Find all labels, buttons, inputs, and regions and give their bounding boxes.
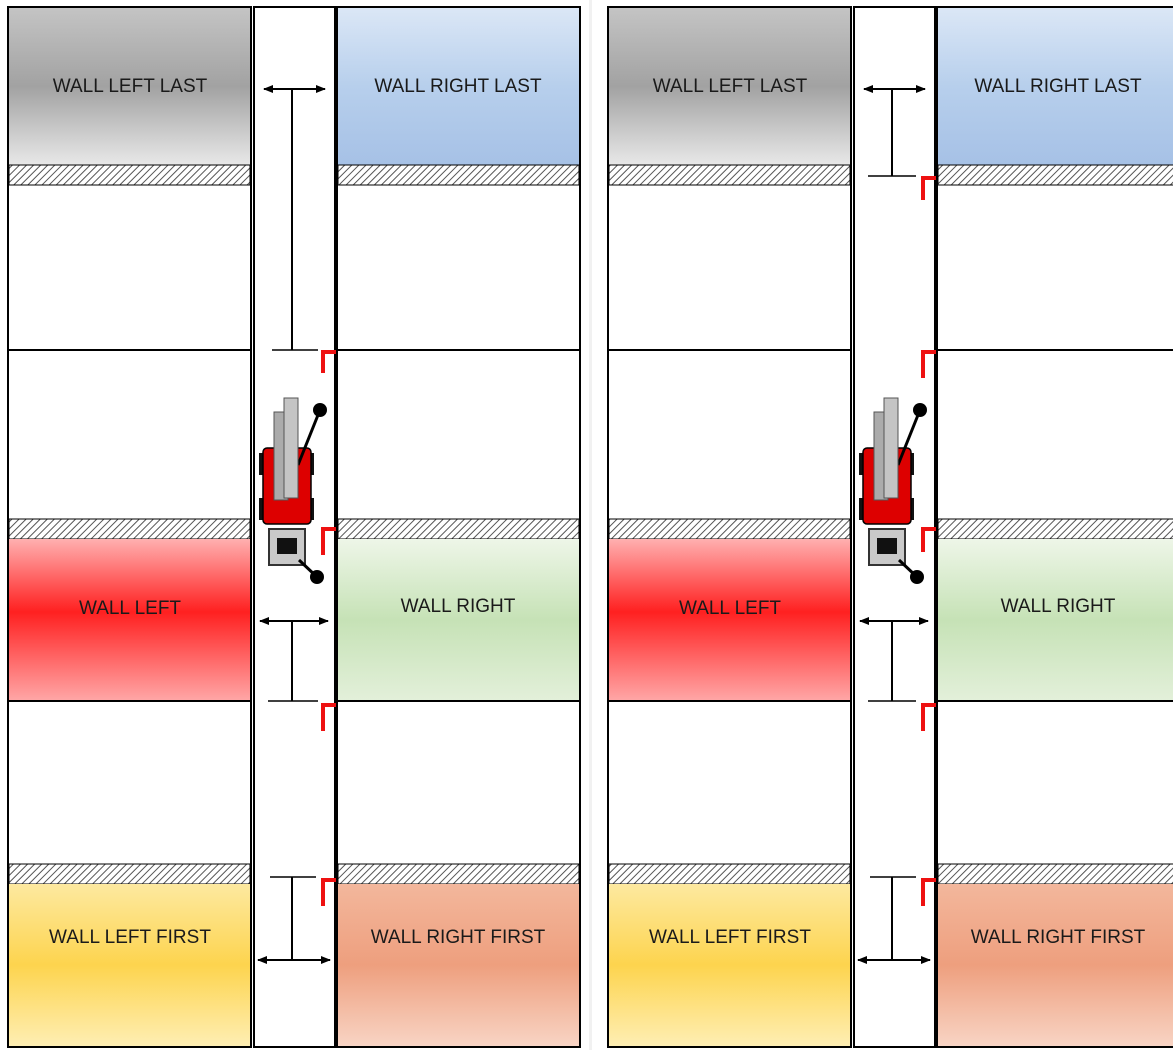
wall-left-first-block [9,884,250,1046]
clearance-indicator-top [263,85,326,351]
forklift-icon [859,397,927,584]
panel-separator [589,0,592,1050]
wall-right-last-label: WALL RIGHT LAST [374,76,542,97]
wall-left-last-block [609,8,850,165]
wall-right-first-label: WALL RIGHT FIRST [971,927,1146,948]
wall-left-block [9,539,250,701]
forklift-icon [259,397,327,584]
wall-right-block [338,539,579,701]
wall-left-label: WALL LEFT [679,598,781,619]
diagram-panel-left: WALL LEFT LAST WALL RIGHT LAST WALL LEFT… [0,0,583,1050]
wall-left-last-block [9,8,250,165]
wall-right-first-block [338,884,579,1046]
wall-left-block [609,539,850,701]
position-marker [921,176,936,200]
position-marker [321,703,336,731]
position-marker [321,527,336,555]
clearance-indicator-top [863,85,926,177]
wall-right-last-label: WALL RIGHT LAST [974,76,1142,97]
position-marker [921,703,936,731]
position-marker [321,350,336,373]
wall-right-last-block [938,8,1173,165]
wall-right-first-label: WALL RIGHT FIRST [371,927,546,948]
clearance-indicator-middle [259,617,329,702]
wall-left-first-block [609,884,850,1046]
position-marker [921,527,936,552]
clearance-indicator-bottom [257,876,331,964]
position-marker [921,878,936,906]
wall-right-label: WALL RIGHT [401,596,516,617]
clearance-indicator-middle [859,617,929,702]
wall-left-first-label: WALL LEFT FIRST [649,927,811,948]
clearance-indicator-bottom [857,876,931,964]
position-marker [321,878,336,906]
position-marker [921,350,936,378]
wall-left-label: WALL LEFT [79,598,181,619]
wall-right-first-block [938,884,1173,1046]
wall-left-last-label: WALL LEFT LAST [53,76,208,97]
wall-right-label: WALL RIGHT [1001,596,1116,617]
diagram-panel-right: WALL LEFT LAST WALL RIGHT LAST WALL LEFT… [598,0,1173,1050]
wall-right-block [938,539,1173,701]
wall-left-first-label: WALL LEFT FIRST [49,927,211,948]
wall-left-last-label: WALL LEFT LAST [653,76,808,97]
wall-right-last-block [338,8,579,165]
